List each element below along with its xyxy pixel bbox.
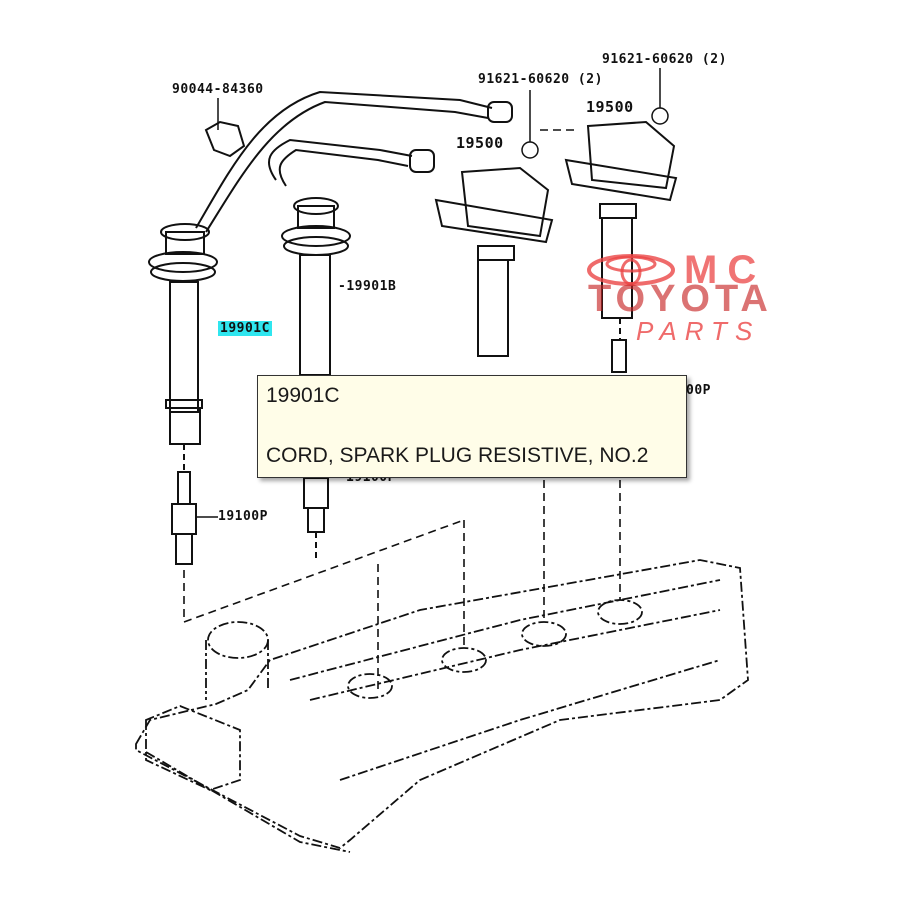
- spark-plug-middle: [303, 477, 329, 560]
- callout-19901c-highlighted[interactable]: 19901C: [218, 321, 272, 336]
- ignition-coil-1: [434, 90, 554, 357]
- cord-clamp: [204, 98, 246, 158]
- cord-boot-19901c: [148, 223, 218, 470]
- callout-19500-right[interactable]: 19500: [586, 98, 634, 116]
- spark-plug-cords: [195, 90, 513, 233]
- cord-boot-19901b: [281, 197, 351, 376]
- callout-19901b[interactable]: -19901B: [338, 279, 397, 294]
- cylinder-head-cover: [135, 559, 749, 853]
- callout-19500-left[interactable]: 19500: [456, 134, 504, 152]
- callout-90044-84360[interactable]: 90044-84360: [172, 82, 264, 97]
- assembly-guide-lines: [183, 129, 621, 690]
- part-tooltip: 19901C CORD, SPARK PLUG RESISTIVE, NO.2: [257, 375, 687, 478]
- tooltip-part-description: CORD, SPARK PLUG RESISTIVE, NO.2: [266, 444, 649, 467]
- callout-19100p-right[interactable]: 00P: [686, 383, 711, 398]
- tooltip-part-number: 19901C: [266, 384, 340, 407]
- callout-91621-60620-left[interactable]: 91621-60620 (2): [478, 72, 603, 87]
- callout-19100p-left[interactable]: 19100P: [218, 509, 268, 524]
- spark-plug-left: [171, 471, 218, 565]
- spark-plug-right: [611, 339, 627, 373]
- callout-91621-60620-right[interactable]: 91621-60620 (2): [602, 52, 727, 67]
